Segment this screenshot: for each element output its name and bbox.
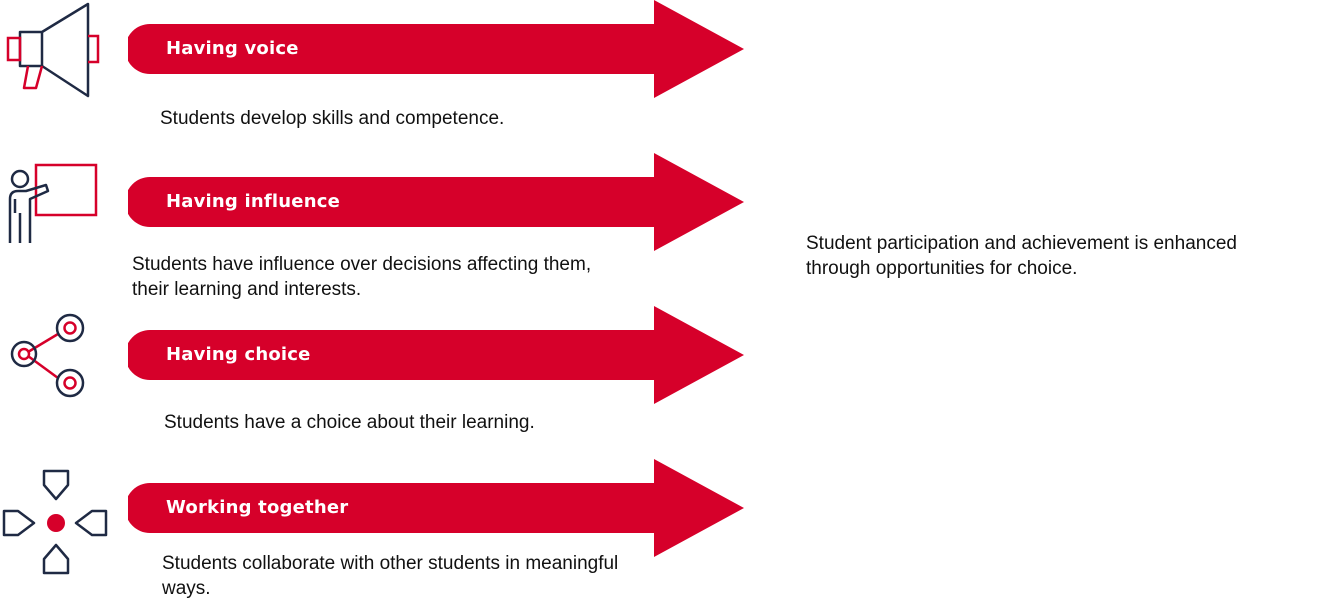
stage-working-together: Working together Students collaborate wi… xyxy=(0,459,760,609)
stage-arrow: Working together xyxy=(128,459,744,557)
stage-label: Having voice xyxy=(166,38,299,59)
stage-description: Students have a choice about their learn… xyxy=(164,412,535,433)
stage-description: Students develop skills and competence. xyxy=(160,108,505,129)
stage-label: Working together xyxy=(166,497,349,518)
stage-label: Having influence xyxy=(166,191,340,212)
stage-having-choice: Having choice Students have a choice abo… xyxy=(0,306,760,456)
stage-arrow: Having voice xyxy=(128,0,744,98)
collaboration-icon xyxy=(0,459,110,575)
stage-arrow: Having choice xyxy=(128,306,744,404)
stage-description: Students collaborate with other students… xyxy=(162,553,619,599)
stage-having-voice: Having voice Students develop skills and… xyxy=(0,0,760,150)
presenter-icon xyxy=(0,153,110,263)
branching-circles-icon xyxy=(0,306,110,416)
stage-description: Students have influence over decisions a… xyxy=(132,254,592,300)
outcome-statement: Student participation and achievement is… xyxy=(806,233,1237,279)
megaphone-icon xyxy=(0,0,110,110)
stage-arrow: Having influence xyxy=(128,153,744,251)
stage-label: Having choice xyxy=(166,344,311,365)
stage-having-influence: Having influence Students have influence… xyxy=(0,153,760,303)
